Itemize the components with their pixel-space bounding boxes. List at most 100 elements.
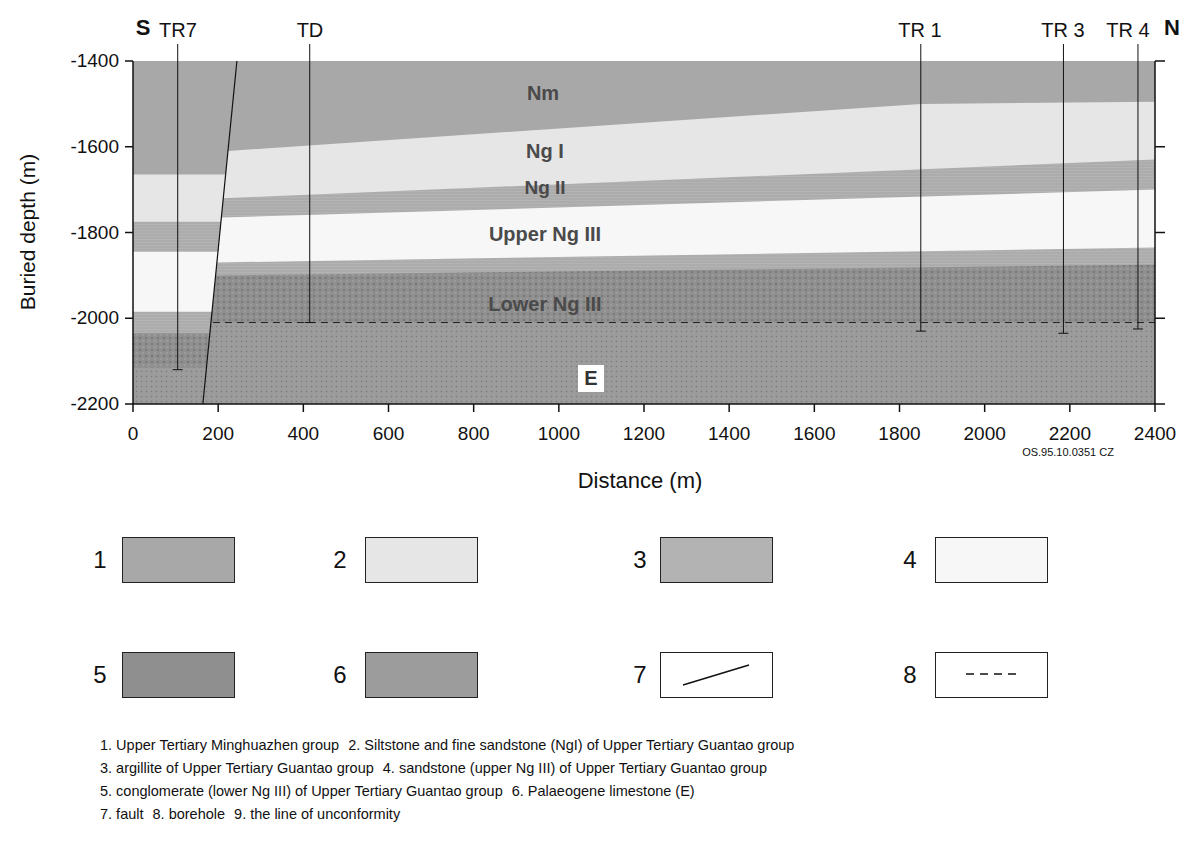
stratum-name: E bbox=[578, 365, 603, 392]
legend-number: 3 bbox=[633, 546, 646, 574]
axis-tick bbox=[984, 404, 986, 412]
borehole-bottom bbox=[1133, 328, 1143, 329]
legend-number: 2 bbox=[333, 546, 346, 574]
caption-row: 7. fault8. borehole9. the line of unconf… bbox=[100, 802, 794, 825]
tick-label: -2000 bbox=[70, 307, 119, 329]
borehole-name: TR7 bbox=[159, 19, 197, 42]
legend-swatch bbox=[365, 652, 478, 698]
borehole-name: TR 3 bbox=[1041, 19, 1084, 42]
fault-line bbox=[203, 61, 237, 404]
stratum-name: Lower Ng III bbox=[488, 293, 601, 316]
axis-title: Buried depth (m) bbox=[16, 154, 40, 310]
tick-label: 200 bbox=[202, 423, 234, 445]
tick-label: -1600 bbox=[70, 136, 119, 158]
axis-tick bbox=[125, 403, 133, 405]
stratum-band bbox=[133, 61, 237, 333]
caption-item: 9. the line of unconformity bbox=[234, 806, 400, 822]
stratum-band bbox=[223, 61, 1155, 198]
tick-label: -1400 bbox=[70, 50, 119, 72]
axis-tick bbox=[217, 404, 219, 412]
borehole-name: TD bbox=[297, 19, 324, 42]
axis-tick bbox=[643, 404, 645, 412]
stratum-band bbox=[211, 61, 1155, 323]
legend-number: 8 bbox=[903, 661, 916, 689]
figure-code: OS.95.10.0351 CZ bbox=[1022, 446, 1114, 459]
stratum-name: Ng I bbox=[526, 140, 564, 163]
legend-swatch bbox=[122, 537, 235, 583]
legend-swatch bbox=[660, 537, 773, 583]
tick-label: 0 bbox=[128, 423, 139, 445]
stratum-band bbox=[133, 61, 237, 175]
stratum-band bbox=[133, 61, 237, 222]
axis-tick bbox=[388, 404, 390, 412]
caption-row: 1. Upper Tertiary Minghuazhen group2. Si… bbox=[100, 733, 794, 756]
axis-tick bbox=[814, 404, 816, 412]
axis-tick bbox=[1155, 146, 1165, 148]
caption-row: 5. conglomerate (lower Ng III) of Upper … bbox=[100, 779, 794, 802]
axis-tick bbox=[125, 232, 133, 234]
axis-tick bbox=[899, 404, 901, 412]
tick-label: -2200 bbox=[70, 393, 119, 415]
axis-tick bbox=[1154, 404, 1156, 412]
stratum-name: Nm bbox=[527, 82, 559, 105]
stratum-band bbox=[133, 61, 237, 312]
borehole-line bbox=[1063, 44, 1064, 333]
legend-sample bbox=[936, 653, 1046, 696]
caption-item: 1. Upper Tertiary Minghuazhen group bbox=[100, 737, 339, 753]
stratum-band bbox=[221, 61, 1155, 218]
legend-number: 1 bbox=[93, 546, 106, 574]
axis-tick bbox=[125, 318, 133, 320]
borehole-line bbox=[309, 44, 310, 323]
axis-tick bbox=[473, 404, 475, 412]
tick-label: 400 bbox=[287, 423, 319, 445]
stratum-name: Upper Ng III bbox=[489, 223, 601, 246]
caption-block: 1. Upper Tertiary Minghuazhen group2. Si… bbox=[100, 733, 794, 825]
tick-label: 1800 bbox=[878, 423, 920, 445]
tick-label: 2000 bbox=[964, 423, 1006, 445]
tick-label: 1400 bbox=[708, 423, 750, 445]
direction-label: N bbox=[1164, 15, 1180, 40]
legend-number: 5 bbox=[93, 661, 106, 689]
legend-swatch bbox=[122, 652, 235, 698]
tick-label: 2200 bbox=[1049, 423, 1091, 445]
legend-sample bbox=[661, 653, 771, 696]
tick-label: 2400 bbox=[1134, 423, 1176, 445]
borehole-name: TR 4 bbox=[1106, 19, 1149, 42]
caption-item: 4. sandstone (upper Ng III) of Upper Ter… bbox=[383, 760, 767, 776]
stratum-name: Ng II bbox=[524, 177, 565, 199]
axis-tick bbox=[1155, 232, 1165, 234]
axis-tick bbox=[303, 404, 305, 412]
caption-item: 6. Palaeogene limestone (E) bbox=[512, 783, 695, 799]
borehole-name: TR 1 bbox=[898, 19, 941, 42]
legend-swatch bbox=[935, 652, 1048, 698]
dash-sample bbox=[966, 673, 1018, 675]
stratum-band bbox=[203, 61, 1155, 404]
caption-row: 3. argillite of Upper Tertiary Guantao g… bbox=[100, 756, 794, 779]
legend-swatch bbox=[660, 652, 773, 698]
axis-tick bbox=[1155, 318, 1165, 320]
caption-item: 8. borehole bbox=[153, 806, 226, 822]
stratum-band bbox=[133, 61, 237, 404]
axis-tick bbox=[132, 404, 134, 412]
legend-number: 6 bbox=[333, 661, 346, 689]
legend-number: 4 bbox=[903, 546, 916, 574]
tick-label: 1000 bbox=[538, 423, 580, 445]
axis-tick bbox=[1155, 403, 1165, 405]
axis-tick bbox=[1069, 404, 1071, 412]
borehole-line bbox=[1137, 44, 1138, 329]
tick-label: 600 bbox=[373, 423, 405, 445]
stratum-band bbox=[217, 61, 1155, 263]
axis-title: Distance (m) bbox=[578, 468, 703, 493]
direction-label: S bbox=[136, 15, 151, 40]
unconformity-line bbox=[213, 322, 1155, 323]
axis-tick bbox=[1155, 60, 1165, 62]
tick-label: 1200 bbox=[623, 423, 665, 445]
borehole-bottom bbox=[305, 322, 315, 323]
axis-tick bbox=[125, 146, 133, 148]
axis-tick bbox=[728, 404, 730, 412]
legend-swatch bbox=[365, 537, 478, 583]
stratum-band bbox=[216, 61, 1155, 275]
borehole-line bbox=[177, 44, 178, 370]
legend-number: 7 bbox=[633, 661, 646, 689]
